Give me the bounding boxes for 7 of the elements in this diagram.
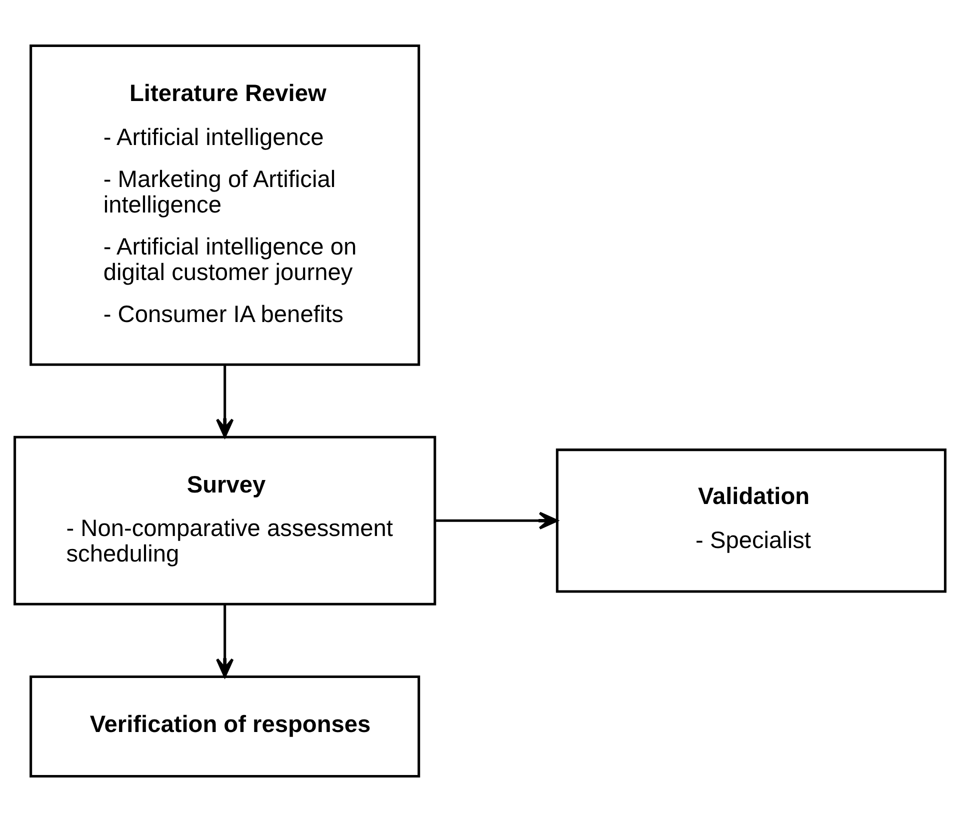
node-box: Literature Review - Artificial intelligence - Marketing of Artificial intelligence - Artificial intelligence on digital customer journey - Consumer IA benefits (30, 44, 420, 366)
arrow (216, 364, 234, 438)
arrow (435, 511, 558, 530)
arrow (216, 604, 234, 677)
node-box: Survey - Non-comparative assessment scheduling (14, 435, 436, 605)
node-box: Validation - Specialist (556, 448, 946, 592)
node-box: Verification of responses (30, 674, 420, 778)
